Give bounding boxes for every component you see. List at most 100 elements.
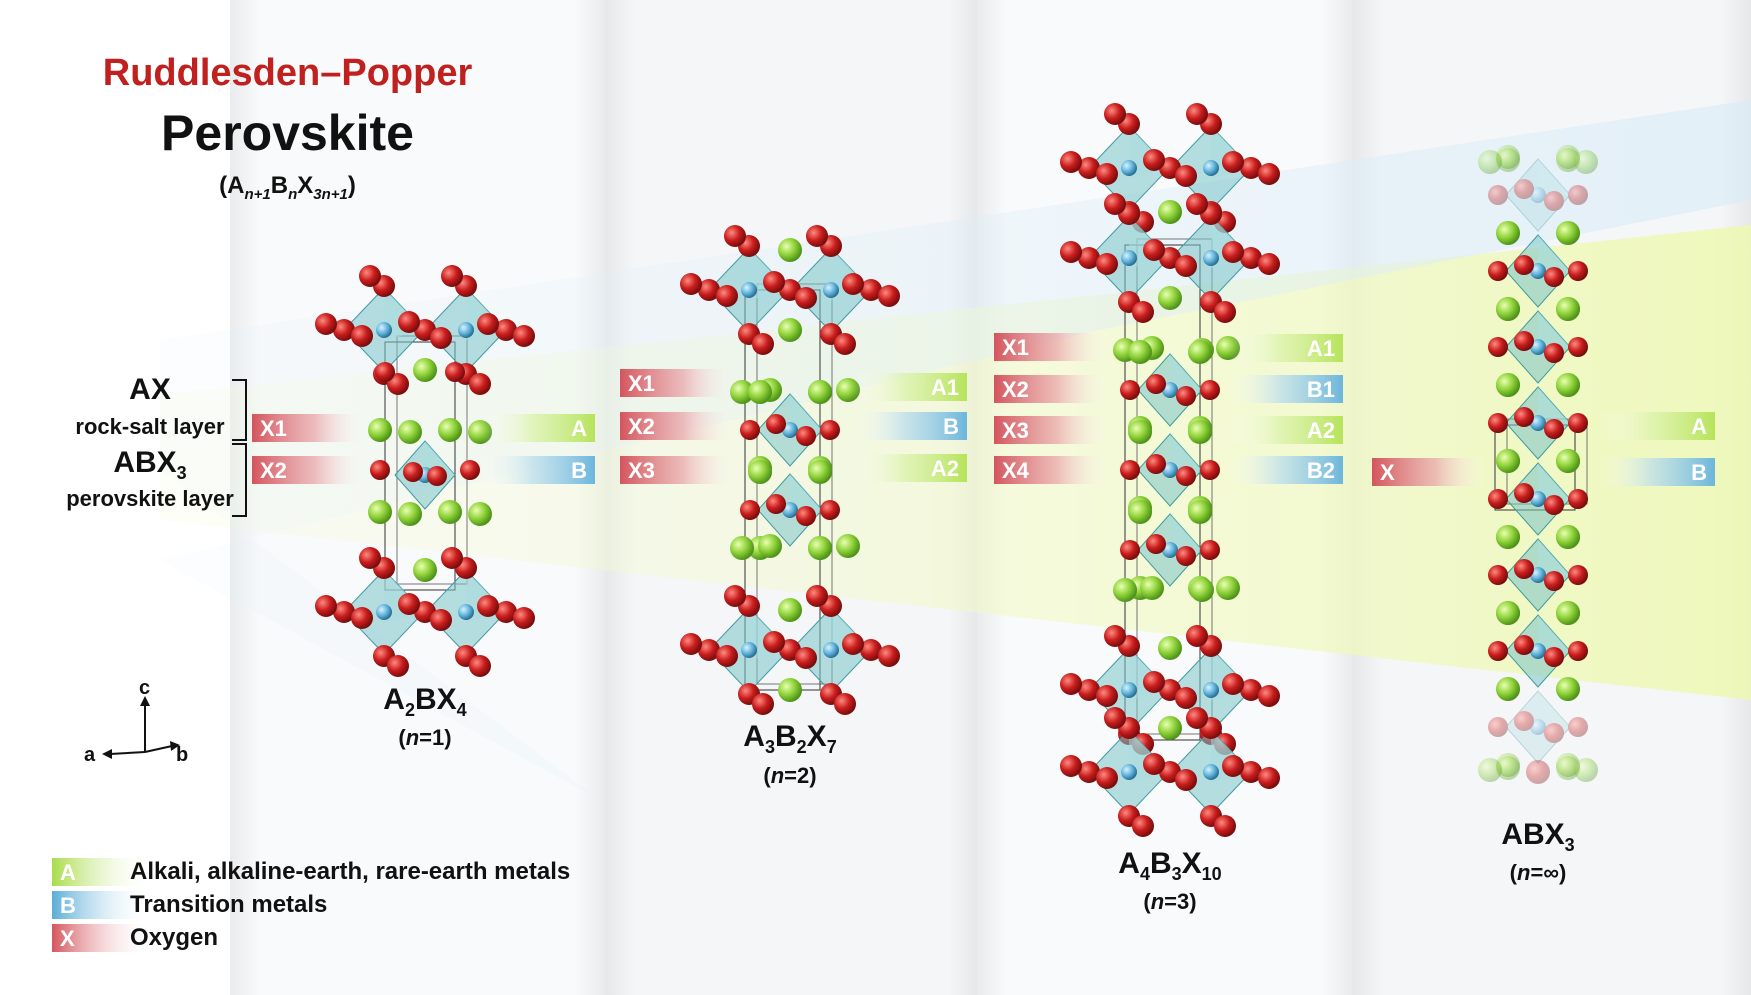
structure-n2	[680, 225, 900, 715]
atom-X	[375, 362, 395, 382]
atom-X	[766, 494, 786, 514]
atom-A	[1556, 756, 1580, 780]
tag-label: A2	[931, 456, 959, 481]
octahedral-layer	[315, 547, 535, 677]
atom-A	[1496, 601, 1520, 625]
axis-a-arrow	[102, 749, 112, 759]
axis-a-line	[109, 751, 146, 755]
atom-X	[1104, 103, 1126, 125]
atom-B	[458, 604, 474, 620]
tag-right-B: B	[852, 412, 967, 440]
atom-A	[1556, 373, 1580, 397]
atom-X	[1514, 331, 1534, 351]
abx3-layer-title: ABX3	[113, 446, 187, 483]
atom-X	[1544, 343, 1564, 363]
tag-bar	[1228, 416, 1343, 444]
tag-label: B	[943, 414, 959, 439]
axis-label-c: c	[139, 677, 150, 699]
tag-left-X1: X1	[620, 369, 735, 397]
octahedral-layer	[315, 265, 535, 395]
bracket-abx3	[232, 443, 247, 517]
title-perovskite: Perovskite	[161, 105, 414, 161]
atom-X	[1096, 767, 1118, 789]
legend-swatch-A	[52, 858, 152, 886]
faded-top	[1496, 148, 1520, 172]
atom-A	[1158, 716, 1182, 740]
atom-B	[1530, 263, 1546, 279]
atom-A	[1478, 150, 1502, 174]
tag-bar	[852, 412, 967, 440]
atom-X	[763, 271, 785, 293]
tag-label: X3	[628, 458, 655, 483]
atom-B	[1530, 491, 1546, 507]
octahedron-highlight	[1170, 434, 1202, 479]
atom-X	[1488, 337, 1508, 357]
atom-X	[842, 273, 864, 295]
tag-left-X4: X4	[994, 456, 1109, 484]
atom-X	[766, 414, 786, 434]
atom-X	[1568, 717, 1588, 737]
octahedral-layer	[680, 225, 900, 355]
atom-X	[716, 285, 738, 307]
atom-A	[1158, 636, 1182, 660]
tag-left-X2: X2	[620, 412, 735, 440]
atom-X	[1488, 185, 1508, 205]
atom-X	[430, 609, 452, 631]
tag-label: X2	[628, 414, 655, 439]
atom-X	[315, 595, 337, 617]
atom-A	[808, 380, 832, 404]
atom-X	[1132, 301, 1154, 323]
atom-B	[1530, 719, 1546, 735]
tag-label: X3	[1002, 418, 1029, 443]
atom-A	[778, 318, 802, 342]
structure-ninf	[1478, 145, 1598, 784]
legend-label-B: Transition metals	[130, 891, 328, 918]
atom-A	[808, 536, 832, 560]
atom-B	[1530, 567, 1546, 583]
atom-B	[1121, 160, 1137, 176]
atom-X	[1078, 679, 1100, 701]
atom-A	[1128, 500, 1152, 524]
structure-n-2: (n=2)	[763, 763, 817, 788]
atom-X	[495, 319, 517, 341]
atom-B	[1203, 764, 1219, 780]
atom-B	[823, 282, 839, 298]
atom-X	[796, 506, 816, 526]
atom-X	[315, 313, 337, 335]
atom-B	[1162, 542, 1178, 558]
tag-bar	[994, 416, 1109, 444]
atom-X	[834, 693, 856, 715]
octahedron	[1505, 386, 1571, 460]
atom-A	[1556, 297, 1580, 321]
atom-X	[477, 595, 499, 617]
atom-X	[1514, 559, 1534, 579]
atom-X	[333, 319, 355, 341]
atom-X	[398, 311, 420, 333]
atom-A	[1128, 420, 1152, 444]
atom-X	[820, 420, 840, 440]
atom-A	[1496, 449, 1520, 473]
atom-A	[368, 418, 392, 442]
tag-right-B2: B2	[1228, 456, 1343, 484]
atom-X	[1143, 149, 1165, 171]
atom-X	[1240, 157, 1262, 179]
legend-swatch-X	[52, 924, 152, 952]
structure-formula-1: A2BX4	[383, 683, 467, 720]
structure-n1	[315, 265, 535, 677]
atom-B	[458, 322, 474, 338]
tag-left-X1: X1	[994, 333, 1109, 361]
atom-X	[834, 333, 856, 355]
atom-B	[1203, 682, 1219, 698]
structure-formula-4: ABX3	[1501, 818, 1575, 855]
atom-X	[1186, 625, 1208, 647]
tag-bar	[1372, 458, 1487, 486]
tag-right-A: A	[1600, 412, 1715, 440]
tag-right-B1: B1	[1228, 375, 1343, 403]
atom-X	[1488, 641, 1508, 661]
tag-label: A	[1691, 414, 1707, 439]
atom-B	[1203, 160, 1219, 176]
atom-A	[438, 500, 462, 524]
tag-bar	[1600, 412, 1715, 440]
